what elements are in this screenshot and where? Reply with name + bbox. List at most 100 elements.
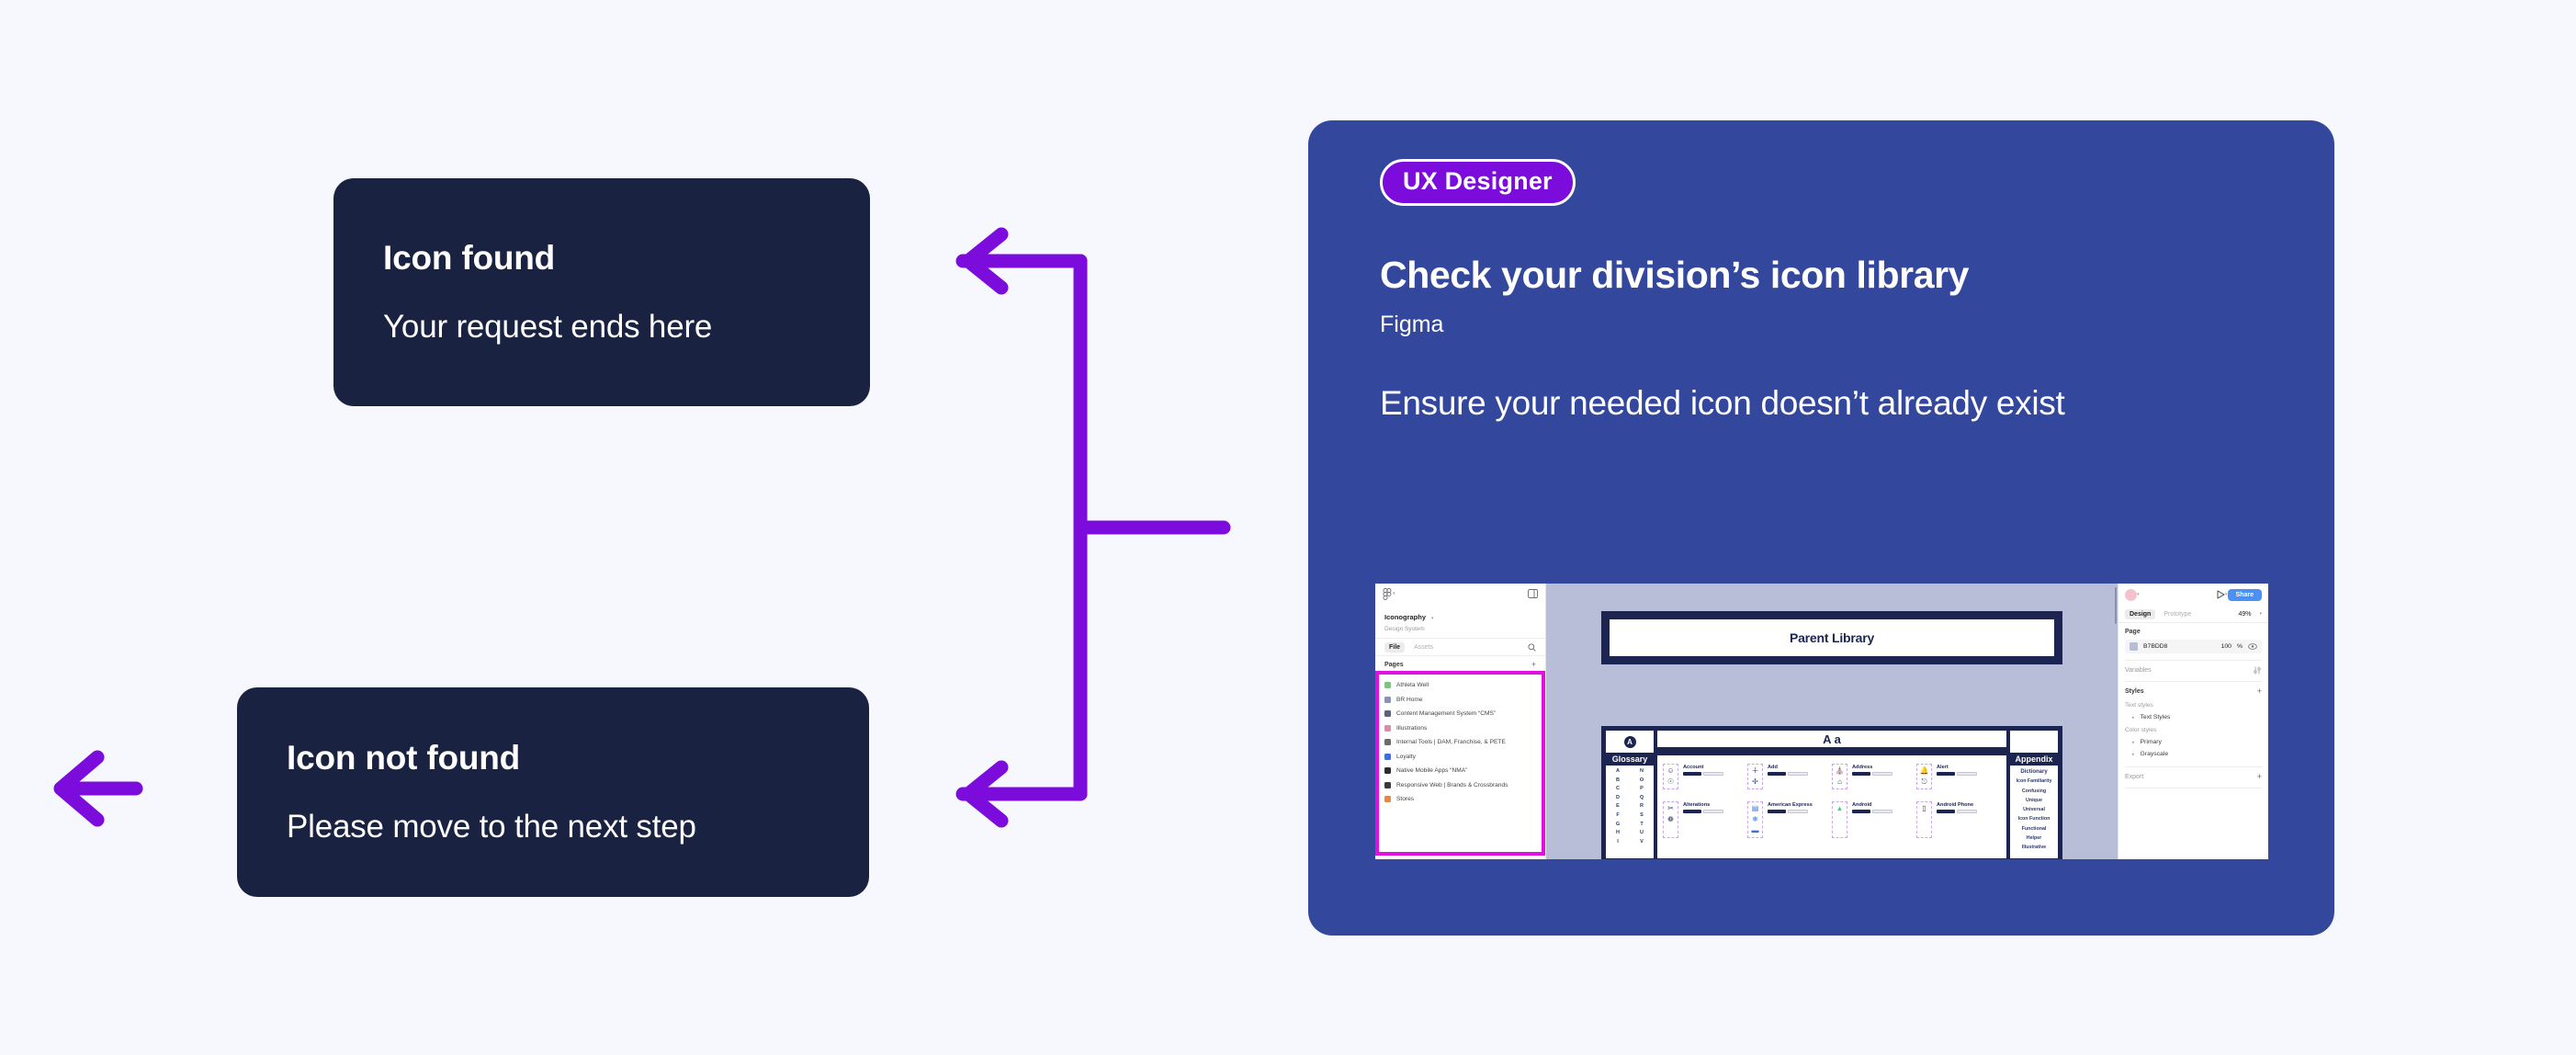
glossary-letter[interactable]: U (1640, 830, 1644, 836)
frame-parent-library[interactable]: Parent Library (1601, 611, 2062, 664)
card-strip-icon: ▬ (1751, 826, 1759, 834)
glossary-letter[interactable]: V (1640, 838, 1644, 845)
exit-arrowhead (53, 750, 105, 827)
glossary-letter[interactable]: O (1639, 777, 1644, 783)
tab-file[interactable]: File (1384, 641, 1406, 652)
list-item[interactable]: BR Home (1384, 696, 1536, 703)
icon-entry[interactable]: ▯ Android Phone (1916, 801, 2001, 838)
zoom-chevron-down-icon[interactable]: ▾ (2259, 611, 2262, 617)
list-item[interactable]: Content Management System “CMS” (1384, 710, 1536, 717)
list-item[interactable]: Athleta Well (1384, 682, 1536, 688)
chevron-down-icon[interactable]: ▾ (1393, 591, 1395, 596)
glossary-letter[interactable]: N (1640, 768, 1644, 774)
divider (2125, 766, 2262, 767)
share-button[interactable]: Share (2227, 588, 2262, 601)
appendix-item[interactable]: Unique (2026, 797, 2042, 803)
file-chevron-down-icon[interactable]: ▾ (1429, 616, 1434, 621)
glossary-letter[interactable]: C (1616, 786, 1620, 792)
add-style-icon[interactable]: + (2256, 686, 2262, 696)
glossary-letter[interactable]: R (1640, 803, 1644, 810)
glossary-letter[interactable]: P (1640, 786, 1644, 792)
frame-icon-grid[interactable]: A Glossary A B C D E F G H I (1601, 726, 2062, 859)
text-styles-row[interactable]: ▸ Text Styles (2125, 714, 2262, 720)
list-item[interactable]: Responsive Web | Brands & Crossbrands (1384, 781, 1536, 788)
glossary-letter[interactable]: G (1615, 821, 1621, 827)
icon-entry[interactable]: ⛪ ⌂ Address (1832, 764, 1916, 789)
icon-name: Add (1768, 765, 1778, 770)
tab-design[interactable]: Design (2125, 608, 2156, 619)
chevron-right-icon[interactable]: ▸ (2132, 751, 2135, 757)
add-export-icon[interactable]: + (2256, 772, 2262, 781)
sliders-icon[interactable] (2253, 666, 2262, 675)
glossary-letter[interactable]: S (1640, 811, 1644, 818)
figma-logo-icon[interactable] (1383, 587, 1393, 600)
figma-right-tabs: Design Prototype 49% ▾ (2118, 606, 2268, 623)
avatar-chevron-down-icon[interactable]: ▾ (2137, 592, 2140, 597)
present-chevron-down-icon[interactable]: ▾ (2225, 592, 2228, 597)
icon-name: Android Phone (1937, 802, 1974, 808)
icon-entry[interactable]: ▤ ❄ ▬ American Express (1747, 801, 1832, 838)
appendix-item[interactable]: Dictionary (2020, 769, 2048, 775)
appendix-item[interactable]: Confusing (2021, 788, 2047, 794)
layer-swatch-icon (1384, 724, 1391, 732)
chevron-right-icon[interactable]: ▸ (2132, 739, 2135, 745)
panel-toggle-icon[interactable] (1528, 589, 1538, 598)
glossary-letter[interactable]: F (1616, 811, 1620, 818)
outcome-title: Icon not found (287, 738, 521, 777)
icon-meta-bars (1768, 810, 1813, 813)
page-color-row[interactable]: B7BDD8 100 % (2125, 640, 2262, 653)
glossary-letter[interactable]: D (1616, 794, 1620, 800)
variables-section-title: Variables (2125, 667, 2152, 674)
icon-entry[interactable]: ▲ Android (1832, 801, 1916, 838)
list-item[interactable]: Stores (1384, 796, 1536, 802)
list-item[interactable]: Loyalty (1384, 753, 1536, 760)
chevron-right-icon[interactable]: ▸ (2132, 714, 2135, 720)
page-color-hex[interactable]: B7BDD8 (2143, 643, 2168, 650)
icon-entry[interactable]: 🔔 ⎋ Alert (1916, 764, 2001, 789)
page-color-unit: % (2236, 643, 2243, 650)
glossary-letter[interactable]: Q (1639, 794, 1644, 800)
icon-meta: Android Phone (1937, 801, 1977, 838)
page-color-swatch-icon[interactable] (2130, 642, 2138, 651)
appendix-item[interactable]: Icon Function (2017, 816, 2051, 822)
list-item[interactable]: Illustrations (1384, 724, 1536, 732)
appendix-item[interactable]: Illustrative (2021, 845, 2047, 851)
color-style-row-primary[interactable]: ▸ Primary (2125, 739, 2262, 745)
canvas-scrollbar[interactable] (2115, 587, 2117, 624)
figma-canvas[interactable]: Parent Library A Glossary A B C D E (1546, 584, 2118, 859)
appendix-item[interactable]: Functional (2021, 825, 2047, 832)
icon-meta-bars (1683, 810, 1723, 813)
play-present-icon[interactable] (2216, 590, 2225, 599)
appendix-item[interactable]: Universal (2023, 807, 2045, 813)
list-item[interactable]: Native Mobile Apps “NMA” (1384, 767, 1536, 774)
arrowhead-bottom (961, 760, 1009, 828)
tab-assets[interactable]: Assets (1414, 643, 1434, 651)
glossary-letter[interactable]: H (1616, 830, 1620, 836)
tab-prototype[interactable]: Prototype (2164, 610, 2192, 618)
appendix-item[interactable]: Icon Familiarity (2016, 778, 2052, 785)
export-section-title: Export (2125, 774, 2144, 780)
figma-file-name[interactable]: Iconography (1384, 613, 1427, 621)
page-color-opacity[interactable]: 100 (2220, 643, 2231, 650)
color-style-row-grayscale[interactable]: ▸ Grayscale (2125, 751, 2262, 757)
list-item[interactable]: Internal Tools | DAM, Franchise, & PETE (1384, 739, 1536, 745)
avatar[interactable] (2125, 588, 2137, 601)
icon-meta-bars (1768, 772, 1808, 776)
icon-entry[interactable]: ☺ ☉ Account (1663, 764, 1747, 789)
glossary-letter[interactable]: E (1616, 803, 1620, 810)
divider (2125, 660, 2262, 661)
icon-entry[interactable]: ＋ ✢ Add (1747, 764, 1832, 789)
appendix-item[interactable]: Helper (2026, 835, 2042, 842)
glossary-letter[interactable]: I (1617, 838, 1619, 845)
text-styles-label: Text styles (2125, 702, 2153, 709)
zoom-level[interactable]: 49% (2238, 610, 2252, 618)
glossary-letter[interactable]: A (1616, 768, 1620, 774)
visibility-eye-icon[interactable] (2248, 643, 2257, 650)
icon-grid-header: A a (1657, 731, 2006, 747)
icon-entry[interactable]: ✂ ❁ Alterations (1663, 801, 1747, 838)
search-icon[interactable] (1528, 642, 1536, 652)
add-page-icon[interactable]: + (1531, 659, 1536, 669)
glossary-letter[interactable]: T (1640, 821, 1644, 827)
layer-swatch-icon (1384, 739, 1391, 745)
glossary-letter[interactable]: B (1616, 777, 1620, 783)
